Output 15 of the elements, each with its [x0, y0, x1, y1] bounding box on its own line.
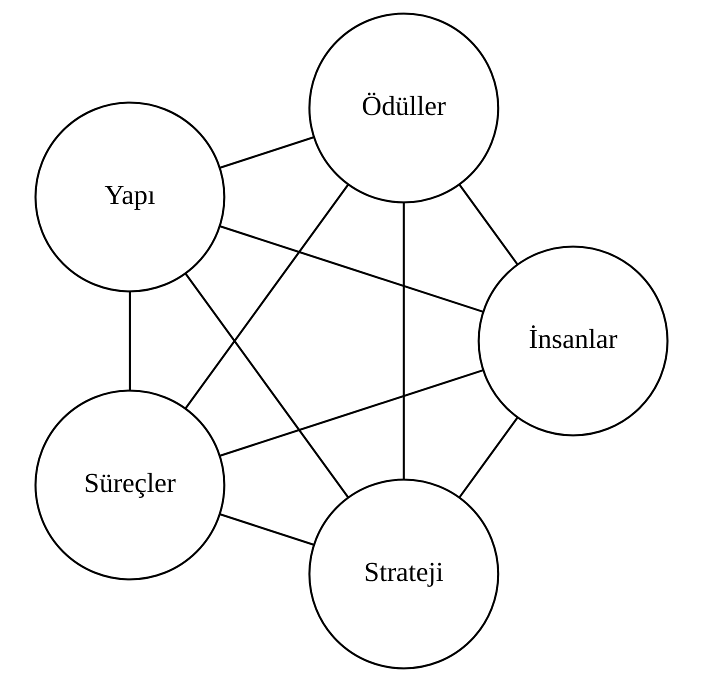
- node-circle: Yapı: [34, 102, 225, 292]
- connector: [219, 369, 483, 457]
- connector: [458, 416, 518, 498]
- connector: [458, 184, 518, 265]
- connector: [219, 136, 314, 169]
- connector: [184, 273, 348, 498]
- connector: [402, 202, 404, 480]
- node-circle: İnsanlar: [477, 246, 668, 436]
- node-circle: Süreçler: [34, 390, 225, 580]
- connector: [128, 292, 130, 390]
- connector: [219, 225, 483, 313]
- node-circle: Strateji: [308, 478, 499, 670]
- node-circle: Ödüller: [308, 12, 499, 204]
- connector: [184, 184, 348, 409]
- connector: [219, 513, 314, 546]
